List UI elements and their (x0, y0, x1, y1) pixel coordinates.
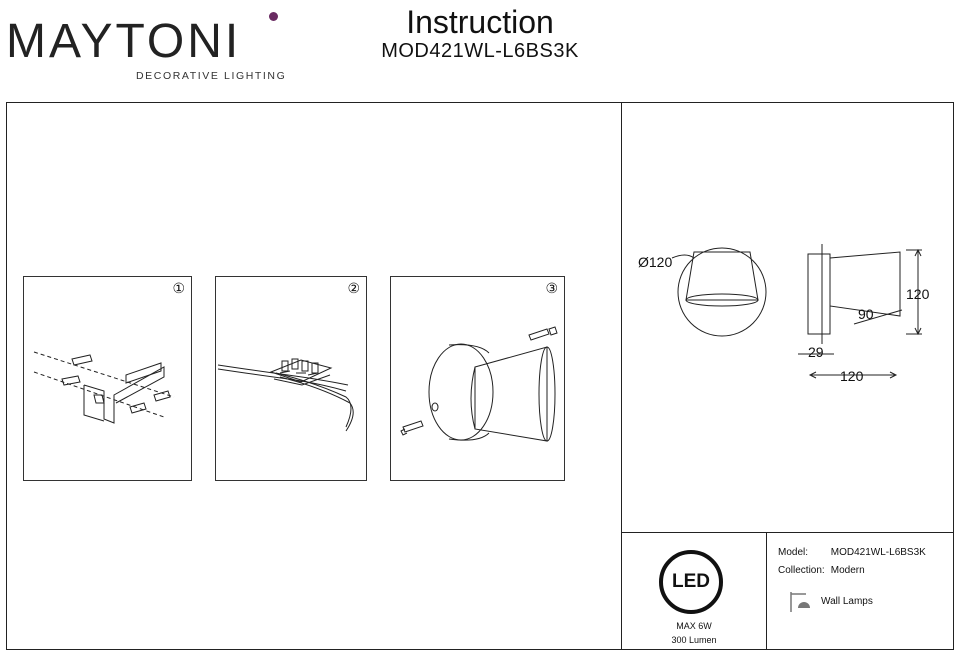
step-number: ② (347, 280, 360, 296)
power-rating: MAX 6W (676, 621, 712, 631)
step-3-panel: ③ (390, 276, 565, 481)
led-spec-box: LED MAX 6W 300 Lumen (622, 533, 766, 650)
step-1-panel: ① (23, 276, 192, 481)
shade-length-label: 90 (858, 306, 874, 322)
step-2-wiring-illustration (217, 358, 354, 432)
brand-tagline: DECORATIVE LIGHTING (136, 70, 287, 82)
brand-dot (269, 12, 278, 21)
model-value: MOD421WL-L6BS3K (830, 547, 926, 558)
divider-vertical-info (766, 533, 767, 650)
total-depth-label: 120 (840, 368, 864, 384)
model-row: Model: MOD421WL-L6BS3K (778, 547, 926, 558)
base-depth-label: 29 (808, 344, 824, 360)
step-3-lamp-illustration (400, 326, 558, 442)
model-number: MOD421WL-L6BS3K (381, 40, 579, 62)
divider-horizontal (622, 532, 954, 533)
collection-row: Collection: Modern (778, 565, 865, 576)
brand-logo: MAYTONI DECORATIVE LIGHTING (6, 4, 296, 84)
collection-label: Collection: (778, 565, 825, 576)
step-1-bracket-illustration (33, 351, 175, 424)
step-number: ③ (545, 280, 558, 296)
dimension-diagram (671, 244, 922, 379)
step-number: ① (172, 280, 185, 296)
collection-value: Modern (830, 565, 865, 576)
page-title: Instruction (406, 4, 554, 40)
diameter-label: Ø120 (638, 254, 673, 270)
height-label: 120 (906, 286, 930, 302)
category-label: Wall Lamps (821, 596, 873, 607)
brand-name: MAYTONI (6, 15, 242, 68)
led-badge-icon: LED (659, 550, 723, 614)
lumen-rating: 300 Lumen (671, 635, 717, 645)
divider-vertical (621, 102, 622, 650)
dimension-drawings: Ø120 120 90 29 120 (622, 230, 954, 390)
wall-lamp-icon (790, 592, 810, 612)
model-label: Model: (778, 547, 809, 558)
step-2-panel: ② (215, 276, 367, 481)
content-frame (6, 102, 954, 650)
